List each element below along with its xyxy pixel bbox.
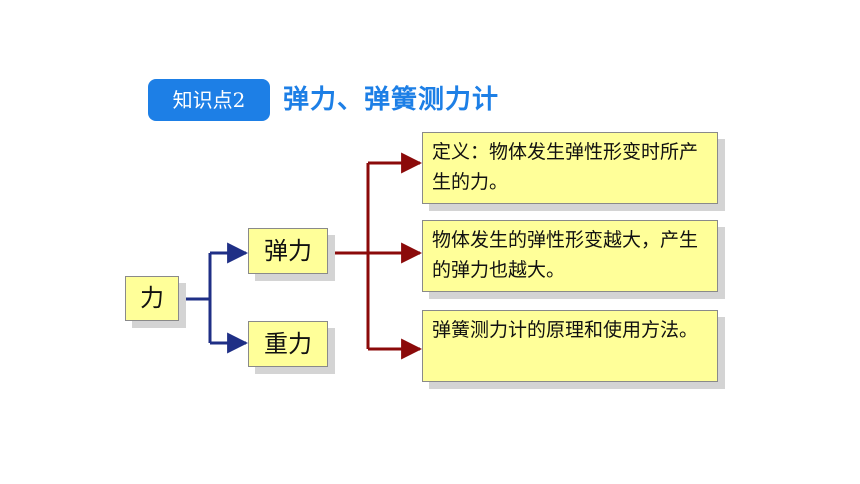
note-text: 定义：物体发生弹性形变时所产生的力。 — [432, 141, 699, 193]
branch-connector — [331, 152, 423, 360]
root-connector — [180, 242, 249, 354]
note-magnitude: 物体发生的弹性形变越大，产生的弹力也越大。 — [422, 220, 718, 292]
note-spring-scale: 弹簧测力计的原理和使用方法。 — [422, 310, 718, 382]
branch-node-elastic: 弹力 — [248, 228, 328, 274]
root-label: 力 — [140, 284, 164, 312]
root-node: 力 — [125, 276, 179, 321]
section-badge: 知识点2 — [148, 79, 270, 121]
section-title: 弹力、弹簧测力计 — [283, 85, 500, 115]
note-text: 弹簧测力计的原理和使用方法。 — [432, 319, 699, 341]
note-text: 物体发生的弹性形变越大，产生的弹力也越大。 — [432, 229, 699, 281]
branch-label: 重力 — [264, 330, 312, 358]
branch-node-gravity: 重力 — [248, 321, 328, 367]
note-definition: 定义：物体发生弹性形变时所产生的力。 — [422, 132, 718, 204]
branch-label: 弹力 — [264, 237, 312, 265]
